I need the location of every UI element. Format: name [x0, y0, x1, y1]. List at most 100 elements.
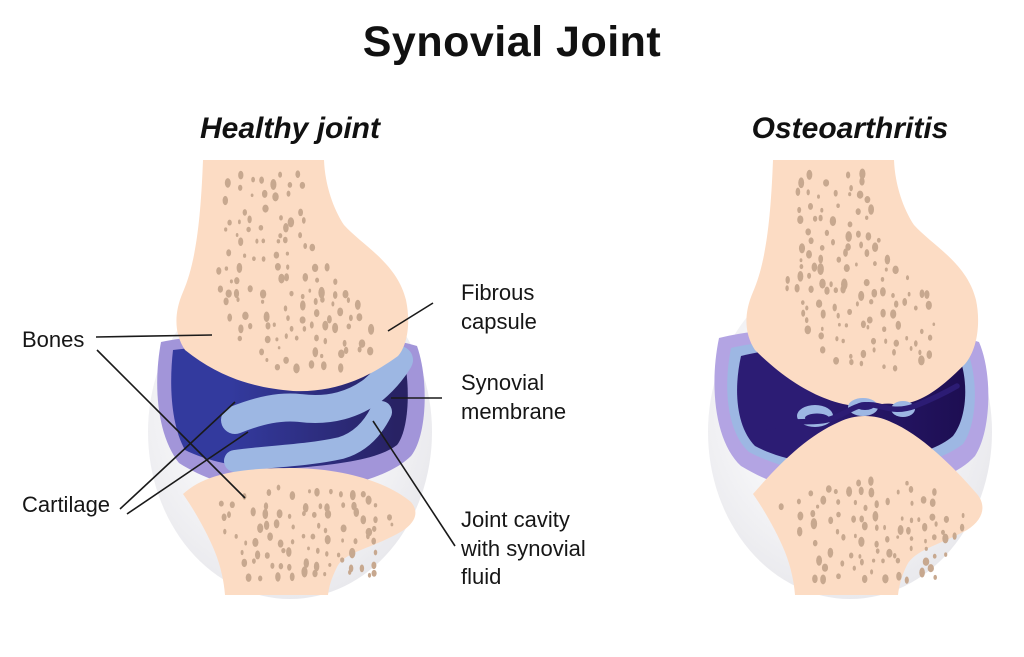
bone-speckle [849, 184, 853, 192]
bone-speckle [284, 333, 288, 339]
bone-speckle [264, 552, 270, 559]
bone-speckle [340, 524, 347, 533]
bone-speckle [836, 499, 841, 505]
bone-speckle [884, 267, 888, 272]
bone-speckle [259, 348, 265, 356]
bone-speckle [909, 517, 914, 524]
bone-speckle [831, 239, 835, 246]
bone-speckle [875, 548, 880, 554]
bone-speckle [368, 323, 375, 335]
bone-speckle [261, 256, 266, 262]
bone-speckle [282, 236, 288, 244]
fluid-lens-2 [856, 402, 874, 410]
bone-speckle [262, 508, 269, 520]
bone-speckle [346, 323, 352, 330]
bone-speckle [302, 326, 307, 332]
bone-speckle [932, 534, 937, 541]
bone-speckle [283, 223, 289, 233]
bone-speckle [371, 569, 377, 577]
bone-speckle [893, 339, 900, 347]
bone-speckle [360, 515, 367, 525]
bone-speckle [808, 285, 814, 293]
bone-speckle [859, 360, 864, 367]
bone-speckle [856, 190, 864, 199]
bone-speckle [229, 501, 235, 509]
bone-speckle [308, 360, 315, 369]
bone-speckle [909, 536, 914, 541]
upper-bone-shape [176, 160, 409, 392]
bone-speckle [810, 518, 818, 530]
bone-speckle [294, 335, 299, 341]
bone-speckle [235, 233, 239, 237]
bone-speckle [858, 554, 862, 559]
bone-speckle [825, 485, 832, 493]
lower-bone-speckles-oa [778, 476, 965, 585]
bone-speckle [236, 262, 243, 273]
bone-speckle [343, 346, 349, 355]
bone-speckle [247, 285, 253, 293]
bone-speckle [265, 322, 271, 330]
bone-speckle [326, 315, 332, 324]
bone-speckle [315, 547, 320, 554]
bone-speckle [805, 305, 809, 311]
synovial-membrane-label: Synovial membrane [461, 370, 567, 424]
bone-speckle [278, 563, 284, 570]
bone-speckle [909, 345, 913, 352]
bone-speckle [819, 346, 826, 354]
bone-speckle [372, 525, 377, 532]
bone-speckle [856, 479, 862, 487]
bone-speckle [872, 242, 879, 252]
bone-speckle [892, 552, 897, 559]
bone-speckle [806, 250, 812, 259]
bone-speckle [882, 364, 886, 370]
bone-speckle [840, 560, 845, 567]
bone-speckle [874, 500, 879, 509]
bone-speckle [284, 273, 289, 282]
bone-speckle [227, 511, 231, 518]
bone-speckle [309, 321, 314, 329]
bone-speckle [917, 517, 921, 522]
cartilage-label: Cartilage [22, 492, 111, 517]
bone-speckle [859, 515, 864, 523]
bone-speckle [267, 532, 273, 541]
bone-speckle [819, 245, 825, 251]
bone-speckle [861, 574, 868, 584]
bone-speckle [865, 215, 869, 220]
bone-speckle [259, 289, 267, 299]
bone-speckle [908, 485, 914, 493]
bone-speckle [301, 533, 306, 539]
upper-bone-speckles [216, 170, 375, 374]
bone-speckle [226, 249, 232, 257]
bone-speckle [251, 176, 256, 183]
bone-speckle [264, 335, 271, 344]
bone-speckle [799, 264, 804, 270]
bone-speckle [893, 300, 899, 308]
bone-speckle [855, 301, 859, 307]
bone-speckle [371, 561, 377, 570]
bone-speckle [360, 491, 366, 498]
bone-speckle [320, 353, 324, 359]
bone-speckle [817, 194, 820, 199]
bone-speckle [301, 217, 306, 224]
bone-speckle [961, 512, 965, 519]
bone-speckle [303, 558, 309, 569]
bone-speckle [246, 226, 251, 233]
bone-speckle [841, 338, 845, 344]
bone-speckle [941, 529, 945, 535]
bone-speckle [910, 500, 914, 506]
bone-speckle [829, 216, 837, 227]
bone-speckle [824, 286, 830, 295]
lower-cartilage-shape [224, 401, 392, 472]
bone-speckle [358, 339, 366, 348]
bone-speckle [833, 356, 840, 365]
bone-speckle [263, 520, 270, 530]
bone-speckle [892, 348, 896, 356]
bone-speckle [310, 533, 316, 540]
bone-speckle [323, 527, 328, 534]
bone-speckle [929, 513, 936, 521]
bone-speckle [818, 214, 823, 222]
joint-cavity-leader-line [372, 420, 456, 547]
bone-speckle [797, 270, 804, 282]
bone-speckle [860, 349, 867, 359]
bone-speckle [242, 209, 248, 216]
